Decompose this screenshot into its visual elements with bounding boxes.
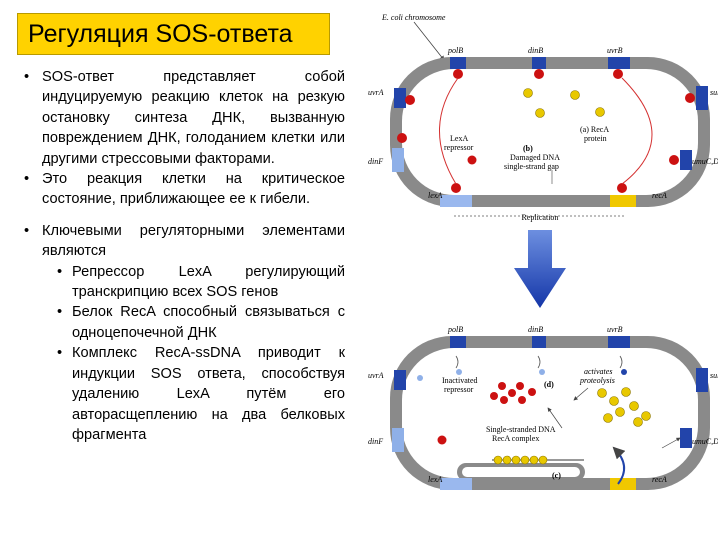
gene-uvrA-top <box>394 88 406 108</box>
panel-d-letter: (d) <box>544 380 554 389</box>
panel-c-letter: (c) <box>552 471 561 480</box>
label-uvrA-bottom: uvrA <box>368 371 384 380</box>
sub-bullet-complex: Комплекс RecA-ssDNA приводит к индукции … <box>20 343 345 445</box>
lexa-fragment <box>498 382 506 390</box>
label-recA-bottom: recA <box>652 475 667 484</box>
reca-protein <box>630 402 639 411</box>
label-dinB-top: dinB <box>528 46 543 55</box>
label-reca-protein: (a) RecA <box>580 125 609 134</box>
lexa-fragment <box>508 389 516 397</box>
gene-recA-top <box>610 195 636 207</box>
reca-protein <box>616 408 625 417</box>
label-sulA-top: sulA <box>710 88 718 97</box>
gene-uvrB-bottom <box>608 336 630 348</box>
bullet-list: SOS-ответ представляет собой индуцируему… <box>20 67 345 445</box>
gene-uvrB-top <box>608 57 630 69</box>
bullet-sos-definition: SOS-ответ представляет собой индуцируему… <box>20 67 345 169</box>
label-uvrA-top: uvrA <box>368 88 384 97</box>
reca-protein <box>634 418 643 427</box>
label-activates-proteolysis-2: proteolysis <box>579 376 615 385</box>
reca-protein <box>524 89 533 98</box>
label-complex-2: RecA complex <box>492 434 539 443</box>
label-uvrB-bottom: uvrB <box>607 325 623 334</box>
lexa-fragment <box>528 388 536 396</box>
sos-response-diagram: E. coli chromosome polB dinB uvrB uvrA s… <box>362 8 718 538</box>
chromosome-label: E. coli chromosome <box>381 13 446 22</box>
gene-recA-bottom <box>610 478 636 490</box>
label-inactivated-repressor-2: repressor <box>444 385 474 394</box>
gene-umuCD-top <box>680 150 692 170</box>
reca-protein <box>598 389 607 398</box>
label-umuCD-bottom: umuC,D <box>692 437 718 446</box>
panel-b-letter: (b) <box>523 144 533 153</box>
label-dinB-bottom: dinB <box>528 325 543 334</box>
label-activates-proteolysis: activates <box>584 367 612 376</box>
lexa-bound <box>685 93 695 103</box>
label-polB-top: polB <box>447 46 463 55</box>
lexa-bound <box>397 133 407 143</box>
gene-umuCD-bottom <box>680 428 692 448</box>
lexa-free <box>468 156 477 165</box>
label-dinF-bottom: dinF <box>368 437 383 446</box>
lexa-bound-bottom <box>438 436 447 445</box>
reca-protein <box>604 414 613 423</box>
lexa-fragment <box>490 392 498 400</box>
bullet-critical-state: Это реакция клетки на критическое состоя… <box>20 169 345 210</box>
label-polB-bottom: polB <box>447 325 463 334</box>
gene-sulA-top <box>696 86 708 110</box>
label-umuCD-top: umuC,D <box>692 157 718 166</box>
gene-dinF-top <box>392 148 404 172</box>
reca-protein <box>596 108 605 117</box>
label-complex: Single-stranded DNA <box>486 425 556 434</box>
sub-bullet-reca: Белок RecA способный связываться с одноц… <box>20 302 345 343</box>
lexa-bound <box>613 69 623 79</box>
reca-protein <box>622 388 631 397</box>
big-down-arrow <box>514 230 566 308</box>
slide-title-text: Регуляция SOS-ответа <box>28 20 293 49</box>
reca-protein <box>642 412 651 421</box>
label-lexA-bottom: lexA <box>428 475 442 484</box>
label-lexa-repressor-2: repressor <box>444 143 474 152</box>
gene-dinB-top <box>532 57 546 69</box>
label-replication: Replication <box>522 213 559 222</box>
lexa-fragment <box>500 396 508 404</box>
lexa-bound <box>534 69 544 79</box>
sub-bullet-lexa: Репрессор LexA регулирующий транскрипцию… <box>20 262 345 303</box>
lexa-fragment <box>518 396 526 404</box>
label-single-strand-gap: single-strand gap <box>504 162 559 171</box>
label-lexa-repressor: LexA <box>450 134 468 143</box>
slide-title: Регуляция SOS-ответа <box>17 13 330 55</box>
lexa-bound <box>451 183 461 193</box>
reca-protein <box>536 109 545 118</box>
label-dinF-top: dinF <box>368 157 383 166</box>
lexa-bound <box>669 155 679 165</box>
reca-protein <box>610 397 619 406</box>
label-reca-protein-2: protein <box>584 134 607 143</box>
label-lexA-top: lexA <box>428 191 442 200</box>
label-damaged-dna: Damaged DNA <box>510 153 560 162</box>
lexa-fragment <box>516 382 524 390</box>
bullet-key-elements: Ключевыми регуляторными элементами являю… <box>20 221 345 262</box>
reca-protein <box>571 91 580 100</box>
gene-lexA-top <box>440 195 472 207</box>
lexa-bound <box>617 183 627 193</box>
label-inactivated-repressor: Inactivated <box>442 376 478 385</box>
gene-lexA-bottom <box>440 478 472 490</box>
gene-sulA-bottom <box>696 368 708 392</box>
lexa-bound <box>453 69 463 79</box>
gene-polB-bottom <box>450 336 466 348</box>
label-uvrB-top: uvrB <box>607 46 623 55</box>
gene-dinB-bottom <box>532 336 546 348</box>
gene-polB-top <box>450 57 466 69</box>
lexa-bound <box>405 95 415 105</box>
label-sulA-bottom: sulA <box>710 371 718 380</box>
gene-dinF-bottom <box>392 428 404 452</box>
label-recA-top: recA <box>652 191 667 200</box>
gene-uvrA-bottom <box>394 370 406 390</box>
